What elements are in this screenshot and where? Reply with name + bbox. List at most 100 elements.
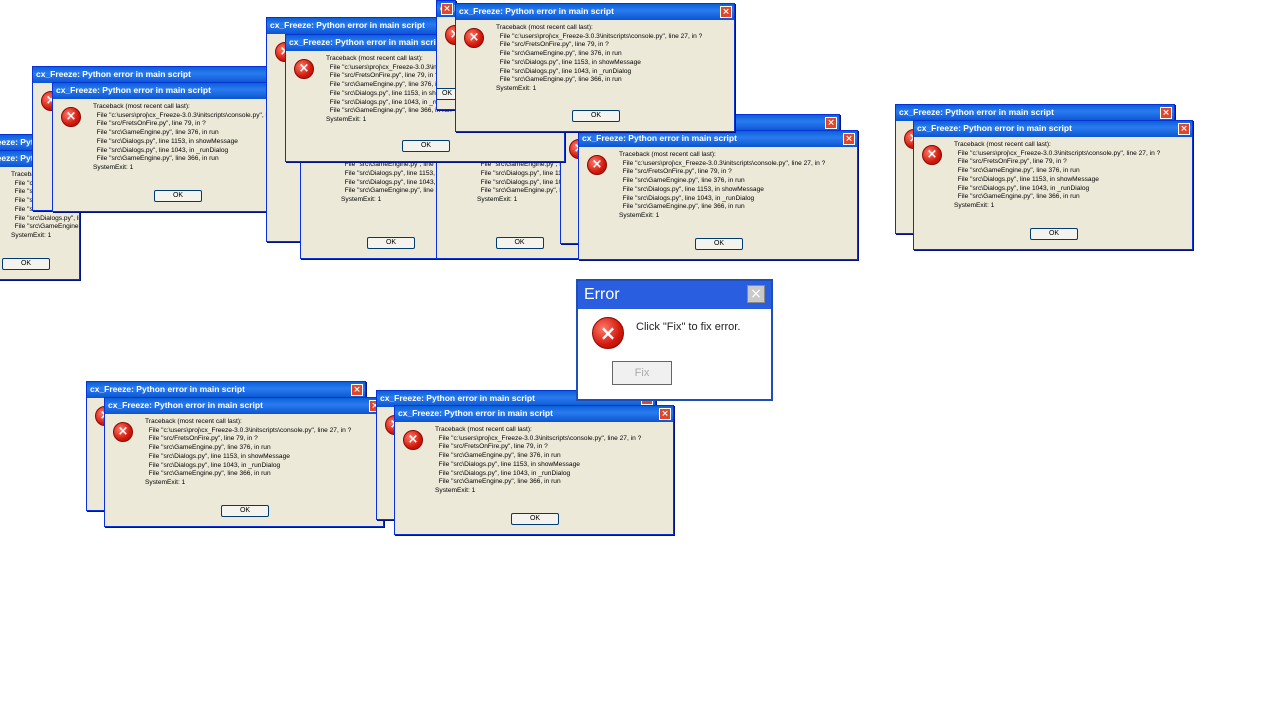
- traceback-line: Traceback (most recent call last):: [496, 24, 593, 31]
- ok-button[interactable]: OK: [511, 513, 559, 525]
- dialog-titlebar[interactable]: cx_Freeze: Python error in main script ×: [914, 121, 1192, 137]
- traceback-line: File "src\GameEngine.py", line 376, in r…: [496, 50, 622, 58]
- traceback-line: File "src\GameEngine.py", line 376, in r…: [93, 129, 219, 137]
- error-icon: ×: [61, 107, 81, 127]
- python-error-dialog: cx_Freeze: Python error in main script × ×…: [455, 3, 735, 132]
- traceback-line: SystemExit: 1: [954, 201, 995, 209]
- close-icon[interactable]: ×: [1178, 123, 1190, 135]
- traceback-line: File "src\Dialogs.py", line 1153, in sho…: [93, 137, 238, 145]
- traceback-line: Traceback (most recent call last):: [619, 151, 716, 158]
- traceback-line: File "src\Dialogs.py", line 1043, in _ru…: [435, 469, 571, 477]
- error-icon: ×: [403, 430, 423, 450]
- close-icon[interactable]: ×: [659, 408, 671, 420]
- dialog-titlebar[interactable]: cx_Freeze: Python error in main script ×: [456, 4, 734, 20]
- traceback-line: File "src\Dialogs.py", line 1153, in sho…: [435, 460, 580, 468]
- ok-button[interactable]: OK: [572, 110, 620, 122]
- error-icon: ×: [464, 28, 484, 48]
- dialog-titlebar[interactable]: cx_Freeze: Python error in main script×: [437, 1, 455, 17]
- traceback-line: File "src/FretsOnFire.py", line 79, in ?: [93, 120, 206, 128]
- dialog-titlebar[interactable]: cx_Freeze: Python error in main script×: [33, 67, 281, 83]
- ok-button[interactable]: OK: [221, 505, 269, 517]
- traceback-line: File "c:\users\proj\cx_Freeze-3.0.3\init…: [435, 434, 642, 442]
- close-icon[interactable]: ×: [747, 285, 765, 303]
- ok-button[interactable]: OK: [2, 258, 50, 270]
- traceback-text: Traceback (most recent call last): File …: [619, 151, 825, 221]
- dialog-titlebar[interactable]: cx_Freeze: Python error in main script ×: [579, 131, 857, 147]
- ok-button[interactable]: OK: [437, 88, 455, 100]
- traceback-line: File "src\Dialogs.py", line 1043, in _ru…: [954, 184, 1090, 192]
- traceback-line: File "src\GameEngine.py", line 366, in r…: [435, 478, 561, 486]
- traceback-line: File "c:\users\proj\cx_Freeze-3.0.3\init…: [954, 149, 1161, 157]
- traceback-line: SystemExit: 1: [11, 231, 52, 239]
- dialog-title: cx_Freeze: Python error in main script: [289, 37, 444, 47]
- traceback-line: File "src/FretsOnFire.py", line 79, in ?: [619, 168, 732, 176]
- dialog-title: cx_Freeze: Python error in main script: [398, 408, 553, 418]
- fix-dialog-titlebar[interactable]: Error ×: [578, 281, 771, 309]
- traceback-line: File "c:\users\proj\cx_Freeze-3.0.3\init…: [145, 426, 352, 434]
- traceback-line: File "src/FretsOnFire.py", line 79, in ?: [145, 435, 258, 443]
- traceback-line: Traceback (most recent call last):: [435, 426, 532, 433]
- traceback-line: SystemExit: 1: [496, 84, 537, 92]
- traceback-line: File "src\GameEngine.py", line 366, in r…: [14, 223, 79, 231]
- traceback-line: Traceback (most recent call last):: [954, 141, 1051, 148]
- traceback-line: File "src\GameEngine.py", line 376, in r…: [954, 167, 1080, 175]
- traceback-line: Traceback (most recent call last):: [93, 103, 190, 110]
- traceback-text: Traceback (most recent call last): File …: [145, 418, 351, 488]
- dialog-title: cx_Freeze: Python error in main script: [56, 85, 211, 95]
- close-icon[interactable]: ×: [441, 3, 453, 15]
- close-icon[interactable]: ×: [825, 117, 837, 129]
- traceback-line: File "src\GameEngine.py", line 366, in r…: [145, 470, 271, 478]
- dialog-title: cx_Freeze: Python error in main script: [90, 384, 245, 394]
- traceback-line: File "c:\users\proj\cx_Freeze-3.0.3\init…: [496, 32, 703, 40]
- ok-button[interactable]: OK: [402, 140, 450, 152]
- ok-button[interactable]: OK: [154, 190, 202, 202]
- ok-button[interactable]: OK: [1030, 228, 1078, 240]
- traceback-line: File "src\GameEngine.py", line 376, in r…: [435, 452, 561, 460]
- traceback-line: SystemExit: 1: [619, 211, 660, 219]
- dialog-title: cx_Freeze: Python error in main script: [270, 20, 425, 30]
- traceback-line: SystemExit: 1: [341, 195, 382, 203]
- traceback-line: File "src\GameEngine.py", line 366, in r…: [619, 203, 745, 211]
- traceback-line: File "src/FretsOnFire.py", line 79, in ?: [435, 443, 548, 451]
- python-error-dialog: cx_Freeze: Python error in main script××…: [436, 0, 456, 110]
- python-error-dialog: cx_Freeze: Python error in main script × ×…: [394, 405, 674, 535]
- dialog-titlebar[interactable]: cx_Freeze: Python error in main script ×: [395, 406, 673, 422]
- error-icon: ×: [592, 317, 624, 349]
- dialog-title: cx_Freeze: Python error in main script: [582, 133, 737, 143]
- traceback-text: Traceback (most recent call last): File …: [435, 426, 641, 496]
- dialog-title: cx_Freeze: Python error in main script: [917, 123, 1072, 133]
- traceback-line: File "src\Dialogs.py", line 1043, in _ru…: [93, 146, 229, 154]
- fix-button[interactable]: Fix: [612, 361, 672, 385]
- dialog-title: cx_Freeze: Python error in main script: [459, 6, 614, 16]
- python-error-dialog: cx_Freeze: Python error in main script× ×…: [52, 82, 302, 212]
- traceback-line: File "src\Dialogs.py", line 1153, in sho…: [619, 185, 764, 193]
- ok-button[interactable]: OK: [495, 237, 544, 249]
- traceback-line: File "src\Dialogs.py", line 1043, in _ru…: [14, 214, 80, 222]
- error-icon: ×: [922, 145, 942, 165]
- fix-dialog-message: Click "Fix" to fix error.: [636, 321, 741, 333]
- close-icon[interactable]: ×: [720, 6, 732, 18]
- dialog-titlebar[interactable]: cx_Freeze: Python error in main script ×: [87, 382, 365, 398]
- close-icon[interactable]: ×: [351, 384, 363, 396]
- traceback-line: SystemExit: 1: [145, 478, 186, 486]
- dialog-titlebar[interactable]: cx_Freeze: Python error in main script×: [105, 398, 383, 414]
- traceback-line: File "src\GameEngine.py", line 366, in r…: [954, 193, 1080, 201]
- dialog-title: cx_Freeze: Python error in main script: [36, 69, 191, 79]
- ok-button[interactable]: OK: [695, 238, 743, 250]
- traceback-line: File "src\GameEngine.py", line 376, in r…: [619, 177, 745, 185]
- traceback-line: File "src\Dialogs.py", line 1153, in sho…: [145, 452, 290, 460]
- traceback-line: SystemExit: 1: [93, 163, 134, 171]
- fix-error-dialog: Error × × Click "Fix" to fix error. Fix: [576, 279, 773, 401]
- traceback-line: SystemExit: 1: [435, 486, 476, 494]
- close-icon[interactable]: ×: [1160, 107, 1172, 119]
- close-icon[interactable]: ×: [843, 133, 855, 145]
- traceback-text: Traceback (most recent call last): File …: [496, 24, 702, 94]
- traceback-line: File "src\Dialogs.py", line 1153, in sho…: [954, 175, 1099, 183]
- fix-dialog-title: Error: [584, 286, 620, 303]
- error-icon: ×: [294, 59, 314, 79]
- python-error-dialog: cx_Freeze: Python error in main script × ×…: [913, 120, 1193, 250]
- dialog-titlebar[interactable]: cx_Freeze: Python error in main script×: [53, 83, 301, 99]
- ok-button[interactable]: OK: [367, 237, 415, 249]
- dialog-titlebar[interactable]: cx_Freeze: Python error in main script×: [896, 105, 1174, 121]
- python-error-dialog: cx_Freeze: Python error in main script ××…: [578, 130, 858, 260]
